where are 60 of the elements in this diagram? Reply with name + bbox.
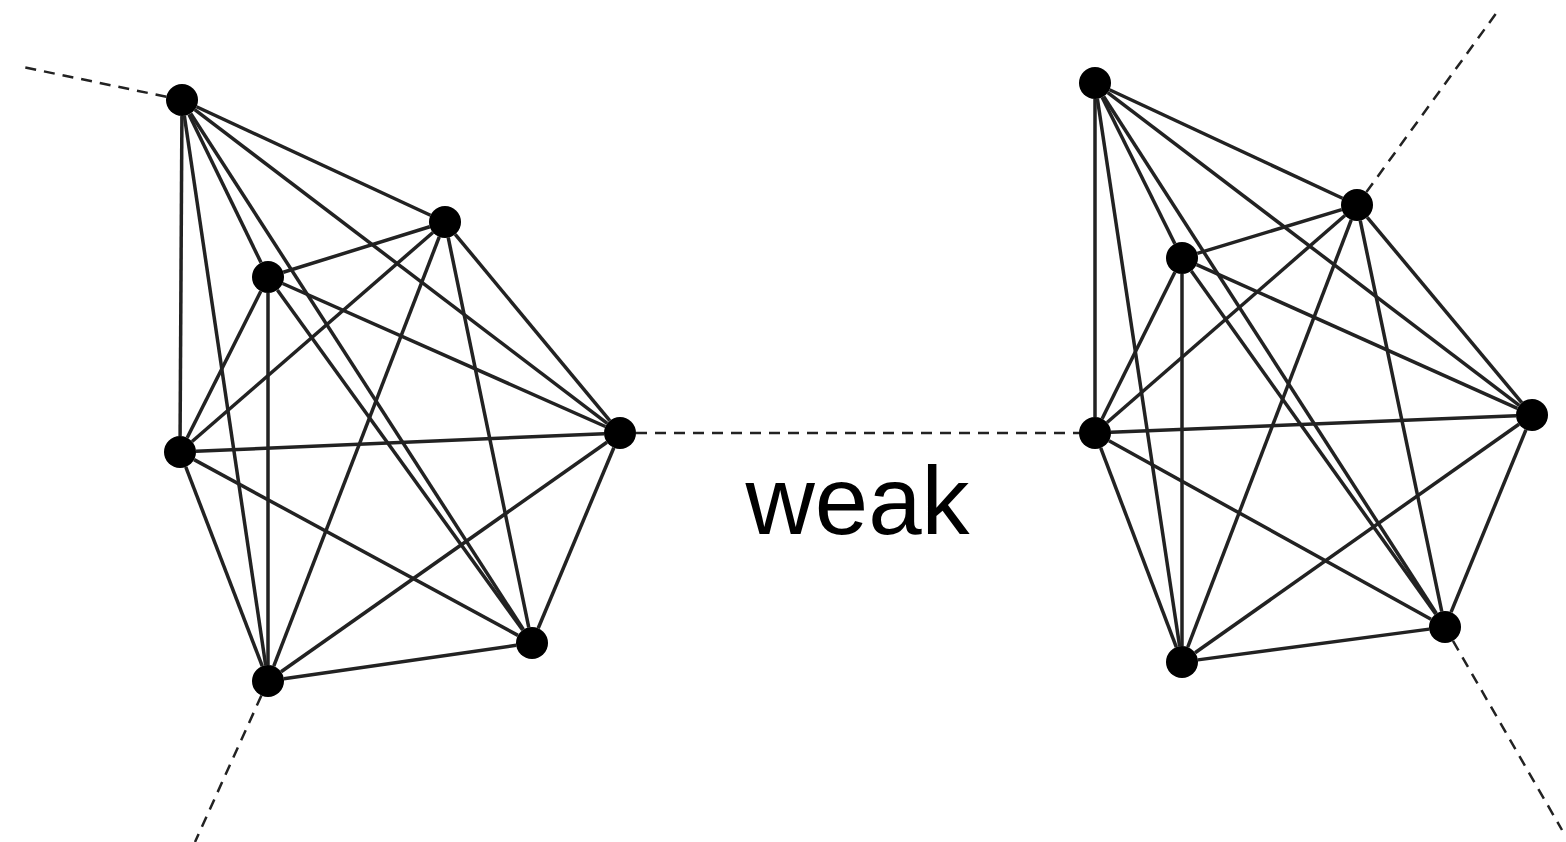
edge-line — [1358, 220, 1444, 612]
edge-line — [189, 112, 525, 631]
edge-line — [536, 447, 616, 629]
graph-vertex — [252, 665, 284, 697]
edge-line — [187, 113, 263, 264]
edge-line — [272, 236, 441, 667]
edge-line — [1095, 98, 1182, 647]
edge-line — [178, 116, 184, 436]
edge-line — [195, 105, 432, 217]
edge-line — [1100, 96, 1177, 245]
edge-line — [1108, 88, 1344, 200]
edge-line — [1099, 447, 1178, 648]
graph-vertex — [1166, 242, 1198, 274]
edge-line — [1102, 95, 1438, 615]
edge-line — [190, 231, 435, 443]
dashed-edge — [193, 695, 263, 842]
edge-line — [193, 108, 609, 425]
graph-vertex — [429, 206, 461, 238]
edge-line — [1196, 207, 1343, 256]
edge-label: weak — [745, 453, 970, 549]
edge-line — [1197, 627, 1430, 662]
edge-line — [275, 288, 525, 632]
graph-vertex — [516, 627, 548, 659]
edge-line — [1365, 216, 1524, 404]
edge-line — [1186, 219, 1353, 648]
graph-vertex — [604, 417, 636, 449]
graph-vertex — [1429, 611, 1461, 643]
edge-line — [1180, 274, 1184, 646]
edge-line — [1110, 413, 1517, 435]
graph-vertex — [1079, 67, 1111, 99]
edge-line — [184, 466, 264, 667]
dashed-edge — [1451, 640, 1564, 831]
edge-line — [282, 225, 431, 274]
edge-line — [446, 237, 531, 628]
graph-vertex — [252, 261, 284, 293]
edge-line — [1108, 439, 1432, 621]
dashed-edge — [636, 431, 1079, 435]
graph-vertex — [1341, 189, 1373, 221]
edge-line — [1100, 271, 1177, 420]
edge-line — [185, 290, 263, 439]
edge-line — [193, 458, 519, 637]
edge-line — [1195, 262, 1519, 411]
edge-line — [1105, 214, 1347, 424]
edge-line — [453, 233, 612, 422]
graph-vertex — [1079, 417, 1111, 449]
graph-vertex — [1516, 399, 1548, 431]
edge-line — [182, 115, 268, 666]
edge-line — [1189, 270, 1438, 615]
edge-line — [283, 643, 517, 681]
edge-line — [1093, 99, 1097, 417]
edge-line — [1106, 91, 1521, 407]
graph-vertex — [166, 84, 198, 116]
edge-line — [266, 293, 270, 665]
edge-line — [195, 431, 605, 454]
graph-vertex — [1166, 646, 1198, 678]
graph-vertex — [164, 436, 196, 468]
edge-line — [281, 281, 607, 429]
edge-line — [280, 440, 608, 674]
edge-line — [1194, 422, 1520, 655]
edge-line — [1449, 429, 1528, 613]
